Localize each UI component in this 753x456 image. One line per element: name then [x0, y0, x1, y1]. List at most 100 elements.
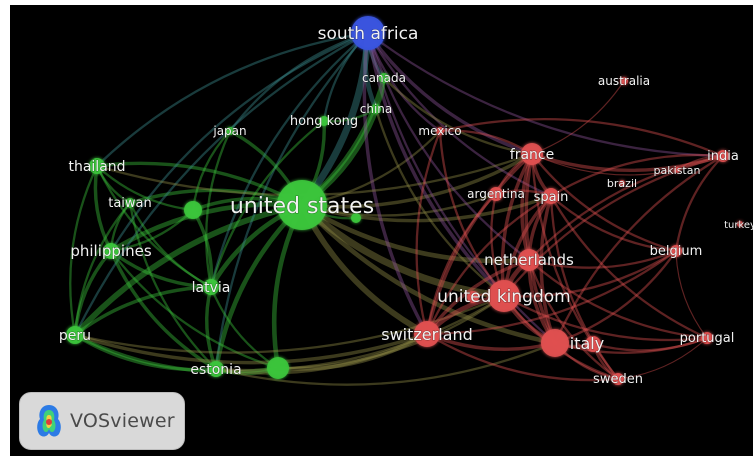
link-south-africa-thailand: [95, 31, 370, 168]
node-japan[interactable]: [226, 127, 234, 135]
node-green-node-c[interactable]: [267, 357, 289, 379]
node-australia[interactable]: [620, 77, 628, 85]
node-latvia[interactable]: [203, 279, 219, 295]
node-china[interactable]: [371, 104, 381, 114]
link-green-node-c-switzerland: [276, 332, 429, 371]
node-peru[interactable]: [66, 326, 84, 344]
link-latvia-peru: [73, 285, 213, 337]
node-label-latvia[interactable]: latvia: [191, 280, 231, 297]
node-hong-kong[interactable]: [319, 116, 329, 126]
link-spain-switzerland: [425, 194, 553, 336]
node-thailand[interactable]: [89, 158, 105, 174]
node-label-hong-kong[interactable]: hong kong: [289, 114, 358, 130]
node-brazil[interactable]: [619, 180, 625, 186]
link-south-africa-estonia: [214, 31, 370, 371]
link-south-africa-japan: [228, 31, 370, 133]
node-label-philippines[interactable]: philippines: [70, 242, 152, 261]
node-india[interactable]: [717, 150, 729, 162]
node-label-china[interactable]: china: [359, 102, 393, 117]
link-hong-kong-latvia: [209, 119, 326, 289]
link-india-netherlands: [527, 154, 725, 262]
link-sweden-portugal: [617, 337, 708, 380]
node-label-united-states[interactable]: united states: [229, 194, 374, 220]
link-united-states-france: [300, 152, 534, 209]
node-estonia[interactable]: [208, 361, 224, 377]
link-italy-belgium: [553, 249, 678, 345]
link-united-states-thailand: [95, 161, 304, 207]
link-south-africa-france: [366, 31, 534, 156]
vosviewer-badge: VOSviewer: [19, 392, 185, 450]
link-italy-portugal: [553, 336, 709, 354]
node-france[interactable]: [521, 143, 543, 165]
node-label-switzerland[interactable]: switzerland: [381, 325, 474, 345]
node-philippines[interactable]: [103, 243, 119, 259]
node-label-taiwan[interactable]: taiwan: [108, 196, 153, 212]
link-latvia-estonia: [204, 285, 218, 371]
node-label-brazil[interactable]: brazil: [606, 177, 637, 191]
link-mexico-united-kingdom: [438, 129, 506, 298]
node-switzerland[interactable]: [414, 321, 440, 347]
link-green-node-c-united-kingdom: [276, 294, 506, 370]
node-label-thailand[interactable]: thailand: [68, 159, 126, 176]
link-spain-portugal: [549, 194, 709, 340]
node-label-india[interactable]: india: [707, 149, 740, 165]
node-label-portugal[interactable]: portugal: [679, 331, 735, 347]
node-portugal[interactable]: [701, 332, 713, 344]
node-turkey[interactable]: [737, 221, 743, 227]
node-united-kingdom[interactable]: [488, 280, 520, 312]
link-switzerland-sweden: [425, 332, 620, 382]
node-label-france[interactable]: france: [509, 147, 554, 164]
node-label-pakistan[interactable]: pakistan: [653, 164, 701, 178]
node-italy[interactable]: [541, 329, 569, 357]
node-red-node-a[interactable]: [585, 336, 601, 352]
node-red-node-b[interactable]: [467, 291, 479, 303]
node-label-netherlands[interactable]: netherlands: [484, 251, 575, 270]
node-green-node-a[interactable]: [184, 201, 202, 219]
link-netherlands-portugal: [527, 258, 709, 340]
node-taiwan[interactable]: [125, 198, 135, 208]
node-pakistan[interactable]: [674, 167, 680, 173]
link-estonia-italy: [214, 341, 557, 386]
node-spain[interactable]: [543, 188, 559, 204]
node-label-turkey[interactable]: turkey: [724, 220, 753, 232]
link-taiwan-estonia: [128, 201, 218, 371]
node-label-spain[interactable]: spain: [533, 190, 569, 206]
node-argentina[interactable]: [489, 187, 503, 201]
link-thailand-philippines: [93, 164, 113, 253]
node-label-canada[interactable]: canada: [362, 71, 407, 86]
node-label-japan[interactable]: japan: [212, 124, 247, 139]
node-label-australia[interactable]: australia: [597, 74, 650, 89]
node-green-node-b[interactable]: [351, 213, 361, 223]
link-philippines-latvia: [109, 249, 213, 289]
node-label-italy[interactable]: italy: [569, 334, 604, 354]
link-france-australia: [531, 80, 625, 155]
link-switzerland-belgium: [425, 249, 678, 336]
link-united-kingdom-portugal: [502, 294, 709, 342]
link-philippines-green-node-a: [109, 208, 195, 253]
node-mexico[interactable]: [436, 127, 444, 135]
node-label-sweden[interactable]: sweden: [593, 372, 644, 388]
node-sweden[interactable]: [612, 373, 624, 385]
link-estonia-switzerland: [214, 332, 429, 375]
link-thailand-green-node-a: [95, 164, 195, 212]
node-united-states[interactable]: [277, 180, 327, 230]
node-netherlands[interactable]: [518, 249, 540, 271]
node-south-africa[interactable]: [351, 16, 385, 50]
link-argentina-switzerland: [425, 192, 498, 336]
node-label-peru[interactable]: peru: [58, 328, 91, 345]
node-canada[interactable]: [379, 73, 389, 83]
node-label-belgium[interactable]: belgium: [649, 244, 703, 260]
node-label-south-africa[interactable]: south africa: [317, 24, 419, 45]
node-label-argentina[interactable]: argentina: [467, 187, 526, 202]
link-spain-italy: [539, 194, 557, 345]
node-label-estonia[interactable]: estonia: [190, 362, 242, 379]
vosviewer-logo-icon: [37, 405, 61, 437]
node-label-mexico[interactable]: mexico: [418, 124, 462, 139]
link-united-states-peru: [72, 202, 305, 338]
node-belgium[interactable]: [670, 245, 682, 257]
link-france-pakistan: [531, 153, 678, 176]
link-france-netherlands: [520, 152, 534, 262]
node-label-united-kingdom[interactable]: united kingdom: [437, 287, 571, 308]
